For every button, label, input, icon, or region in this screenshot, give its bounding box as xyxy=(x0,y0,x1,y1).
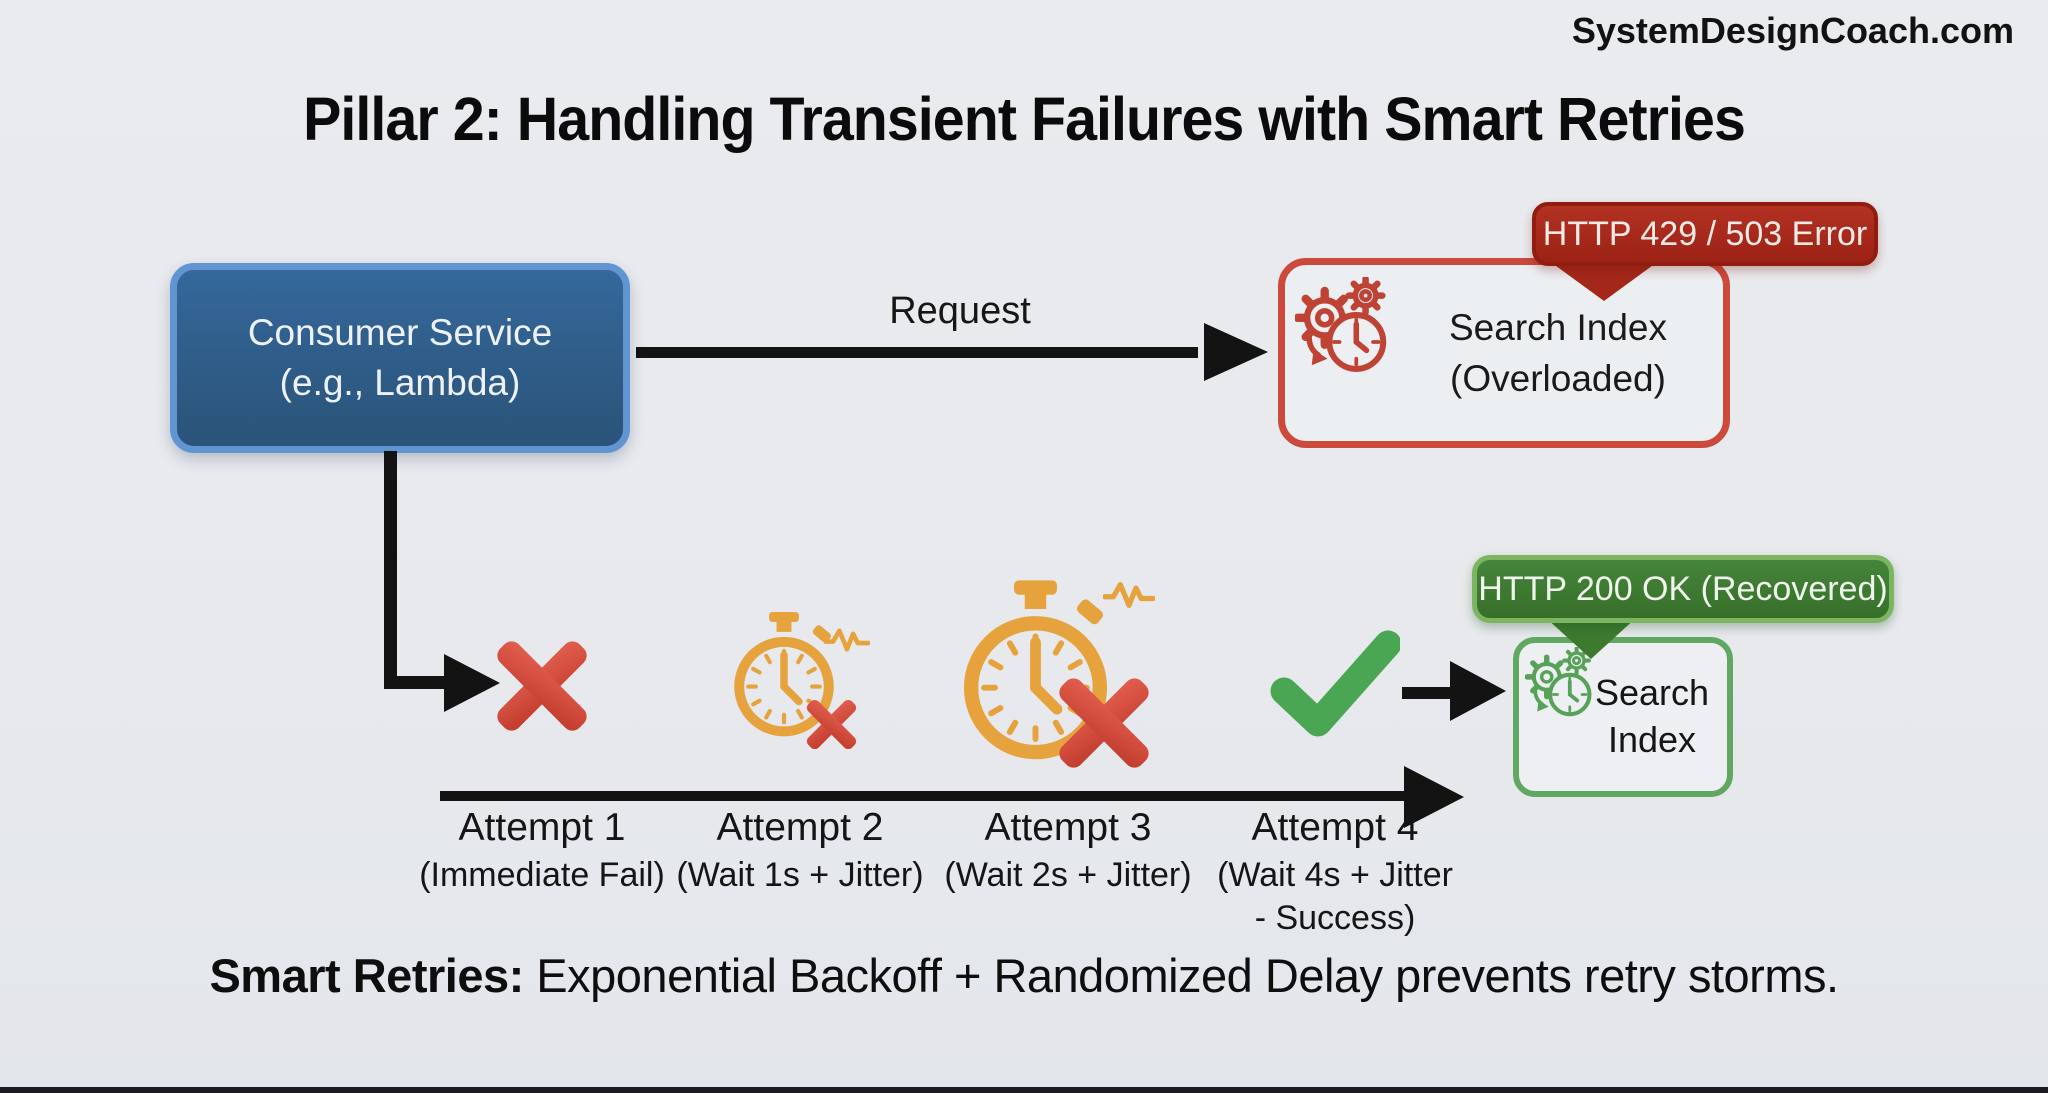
search-index-overloaded-box: Search Index (Overloaded) xyxy=(1278,258,1730,448)
attempt-3-sub: (Wait 2s + Jitter) xyxy=(944,856,1192,894)
request-arrow-head-icon xyxy=(1204,323,1268,381)
attempt-2-title: Attempt 2 xyxy=(716,806,884,849)
search-index-recovered-label: Search Index xyxy=(1581,643,1723,791)
caption-rest: Exponential Backoff + Randomized Delay p… xyxy=(523,949,1839,1002)
retry-arrow-vertical xyxy=(384,451,397,687)
caption-bold: Smart Retries: xyxy=(209,949,524,1002)
http-error-badge-tail xyxy=(1552,263,1656,301)
fail-x-icon xyxy=(492,634,592,738)
consumer-service-label-line2: (e.g., Lambda) xyxy=(279,362,521,403)
page-title: Pillar 2: Handling Transient Failures wi… xyxy=(303,85,1746,153)
gears-clock-icon xyxy=(1295,277,1399,381)
stopwatch-jitter-fail-icon xyxy=(726,606,876,766)
overloaded-label-line2: (Overloaded) xyxy=(1450,358,1666,399)
attempt-1-sub: (Immediate Fail) xyxy=(419,856,665,894)
attempt-1-label: Attempt 1 (Immediate Fail) xyxy=(382,806,702,897)
request-label: Request xyxy=(889,290,1031,332)
search-index-overloaded-label: Search Index (Overloaded) xyxy=(1401,265,1715,441)
bottom-edge-bar xyxy=(0,1087,2048,1093)
overloaded-label-line1: Search Index xyxy=(1448,306,1668,348)
recovered-label-line1: Search xyxy=(1594,672,1710,714)
attempt-3-title: Attempt 3 xyxy=(984,806,1152,849)
retry-arrow-head-icon xyxy=(444,654,500,712)
consumer-service-box: Consumer Service (e.g., Lambda) xyxy=(170,263,630,453)
retry-arrow-horizontal xyxy=(384,676,446,689)
attempt-3-label: Attempt 3 (Wait 2s + Jitter) xyxy=(908,806,1228,897)
gears-clock-icon xyxy=(1525,647,1601,723)
timeline-arrow-head-icon xyxy=(1404,766,1464,828)
attempt-1-title: Attempt 1 xyxy=(458,806,626,849)
attempt-4-label: Attempt 4 (Wait 4s + Jitter - Success) xyxy=(1175,806,1495,939)
success-arrow-line xyxy=(1402,687,1458,699)
http-ok-badge: HTTP 200 OK (Recovered) xyxy=(1472,555,1894,623)
success-check-icon xyxy=(1268,630,1400,738)
recovered-label-line2: Index xyxy=(1607,719,1697,760)
search-index-recovered-box: Search Index xyxy=(1513,637,1733,797)
stopwatch-jitter-fail-icon-large xyxy=(948,572,1168,787)
attempt-2-label: Attempt 2 (Wait 1s + Jitter) xyxy=(640,806,960,897)
timeline-arrow-line xyxy=(440,791,1452,801)
attempt-4-title: Attempt 4 xyxy=(1251,806,1419,849)
success-arrow-head-icon xyxy=(1450,661,1506,721)
request-arrow-line xyxy=(636,347,1198,358)
attempt-4-sub: (Wait 4s + Jitter xyxy=(1217,856,1453,894)
watermark: SystemDesignCoach.com xyxy=(1571,10,2014,51)
http-error-badge: HTTP 429 / 503 Error xyxy=(1532,202,1878,266)
attempt-2-sub: (Wait 1s + Jitter) xyxy=(676,856,924,894)
http-ok-badge-tail xyxy=(1545,617,1637,659)
smart-retries-caption: Smart Retries: Exponential Backoff + Ran… xyxy=(0,948,2048,1003)
consumer-service-label-line1: Consumer Service xyxy=(247,312,553,354)
attempt-4-sub2: - Success) xyxy=(1254,898,1416,937)
